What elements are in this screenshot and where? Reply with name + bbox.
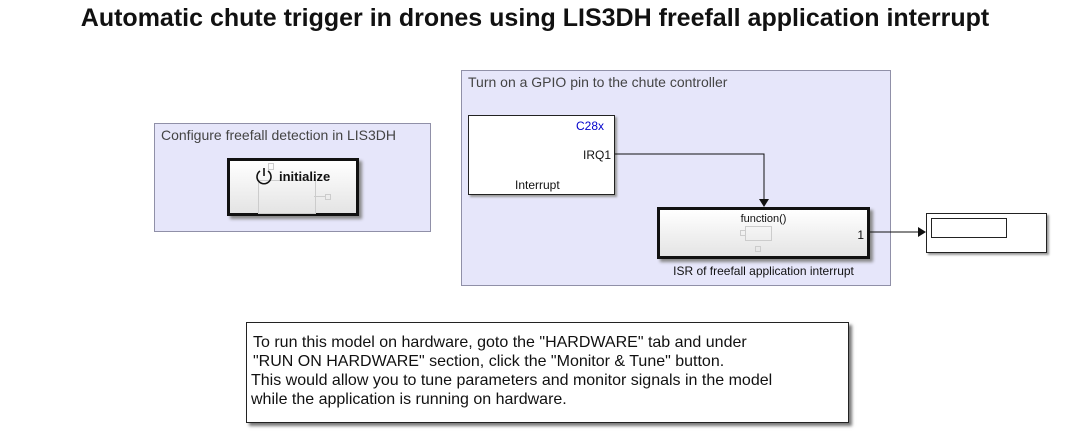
- output-port-label: 1: [857, 228, 864, 242]
- area-label: Configure freefall detection in LIS3DH: [161, 127, 397, 143]
- interrupt-block-name: Interrupt: [515, 178, 560, 192]
- display-block[interactable]: [926, 213, 1047, 253]
- initialize-function-block[interactable]: initialize: [227, 158, 359, 216]
- note-line: To run this model on hardware, goto the …: [253, 334, 747, 351]
- function-header: function(): [740, 213, 787, 225]
- hardware-instructions-note: To run this model on hardware, goto the …: [246, 322, 849, 423]
- note-line: while the application is running on hard…: [251, 391, 567, 408]
- interrupt-block[interactable]: C28x IRQ1 Interrupt: [468, 115, 615, 195]
- power-icon: [256, 168, 272, 185]
- port-ghost-icon: [325, 194, 331, 200]
- initialize-label: initialize: [279, 169, 331, 184]
- irq1-port-label: IRQ1: [582, 148, 611, 162]
- area-label: Turn on a GPIO pin to the chute controll…: [468, 74, 728, 90]
- model-title: Automatic chute trigger in drones using …: [80, 4, 990, 32]
- display-value-box: [931, 218, 1007, 238]
- note-line: This would allow you to tune parameters …: [251, 372, 773, 389]
- line-ghost: [314, 196, 325, 197]
- port-ghost-icon: [268, 163, 274, 170]
- target-label: C28x: [575, 119, 604, 133]
- isr-function-call-subsystem[interactable]: function() 1: [657, 207, 870, 259]
- arrowhead-icon: [918, 227, 926, 237]
- note-line: "RUN ON HARDWARE" section, click the "Mo…: [253, 353, 725, 370]
- subsystem-ghost-icon: [745, 226, 772, 241]
- port-ghost-icon: [755, 246, 761, 252]
- isr-block-name: ISR of freefall application interrupt: [673, 264, 854, 278]
- subsystem-ghost-icon: [258, 180, 316, 214]
- port-ghost-icon: [740, 230, 746, 236]
